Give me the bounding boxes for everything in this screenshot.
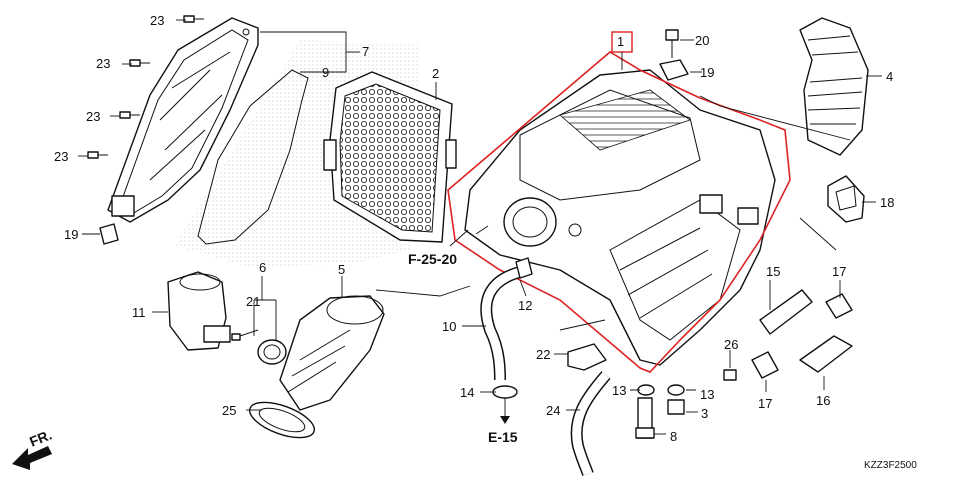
part-19-clip-left xyxy=(99,223,119,245)
part-13-clips xyxy=(637,384,685,396)
part-14-band xyxy=(492,385,518,399)
part-16-sponge xyxy=(799,335,853,373)
callout-23b: 23 xyxy=(96,56,110,71)
callout-16: 16 xyxy=(816,393,830,408)
arrow-f25 xyxy=(475,225,489,235)
callout-23a: 23 xyxy=(150,13,164,28)
callout-2: 2 xyxy=(432,66,439,81)
callout-9: 9 xyxy=(322,65,329,80)
arrow-e15 xyxy=(500,414,510,424)
highlight-outline xyxy=(447,51,791,373)
part-9-gasket xyxy=(197,69,309,245)
part-3-cap xyxy=(667,399,685,415)
part-5-connecting-tube xyxy=(279,295,385,411)
part-11-resonator xyxy=(167,271,231,351)
part-19-clip-top xyxy=(659,59,689,81)
callout-24: 24 xyxy=(546,403,560,418)
leader-lines xyxy=(78,19,882,435)
callout-17b: 17 xyxy=(758,396,772,411)
part-12-clip xyxy=(515,257,533,279)
callout-13a: 13 xyxy=(612,383,626,398)
callout-21: 21 xyxy=(246,294,260,309)
callout-4: 4 xyxy=(886,69,893,84)
callout-14: 14 xyxy=(460,385,474,400)
callout-23c: 23 xyxy=(86,109,100,124)
part-22-holder xyxy=(567,343,607,371)
callout-25: 25 xyxy=(222,403,236,418)
callout-12: 12 xyxy=(518,298,532,313)
part-21-screw xyxy=(231,329,259,341)
callout-8: 8 xyxy=(670,429,677,444)
callout-20: 20 xyxy=(695,33,709,48)
callout-13c: 13 xyxy=(700,387,714,402)
part-17-sponge-right xyxy=(825,293,853,319)
callout-22: 22 xyxy=(536,347,550,362)
callout-18: 18 xyxy=(880,195,894,210)
part-24-tube xyxy=(570,371,611,477)
part-15-sponge xyxy=(759,289,813,335)
part-1-air-cleaner-case xyxy=(464,69,776,366)
front-label: FR. xyxy=(27,426,54,449)
part-4-duct xyxy=(799,17,869,156)
callout-6: 6 xyxy=(259,260,266,275)
callout-1: 1 xyxy=(617,34,624,49)
ref-f25-20: F-25-20 xyxy=(408,251,457,267)
callout-5: 5 xyxy=(338,262,345,277)
part-23-screws xyxy=(87,15,204,159)
callout-15: 15 xyxy=(766,264,780,279)
callout-10: 10 xyxy=(442,319,456,334)
callout-7: 7 xyxy=(362,44,369,59)
front-arrow-icon xyxy=(12,446,52,470)
callout-3: 3 xyxy=(701,406,708,421)
part-8-drain-plug xyxy=(635,397,655,439)
callout-19a: 19 xyxy=(64,227,78,242)
part-25-seal xyxy=(248,401,316,439)
part-20-bolt xyxy=(665,29,679,58)
callout-17a: 17 xyxy=(832,264,846,279)
diagram-code: KZZ3F2500 xyxy=(864,460,917,471)
callout-19b: 19 xyxy=(700,65,714,80)
part-7-cover xyxy=(107,17,259,223)
part-6-clamp xyxy=(257,339,287,365)
part-10-tube xyxy=(480,266,522,381)
callout-26: 26 xyxy=(724,337,738,352)
part-2-filter-element xyxy=(323,71,457,243)
part-17-sponge-left xyxy=(751,351,779,379)
part-26-bolt xyxy=(723,369,737,381)
callout-23d: 23 xyxy=(54,149,68,164)
ref-e15: E-15 xyxy=(488,429,518,445)
callout-11: 11 xyxy=(132,305,146,320)
part-18-clip xyxy=(827,175,865,223)
